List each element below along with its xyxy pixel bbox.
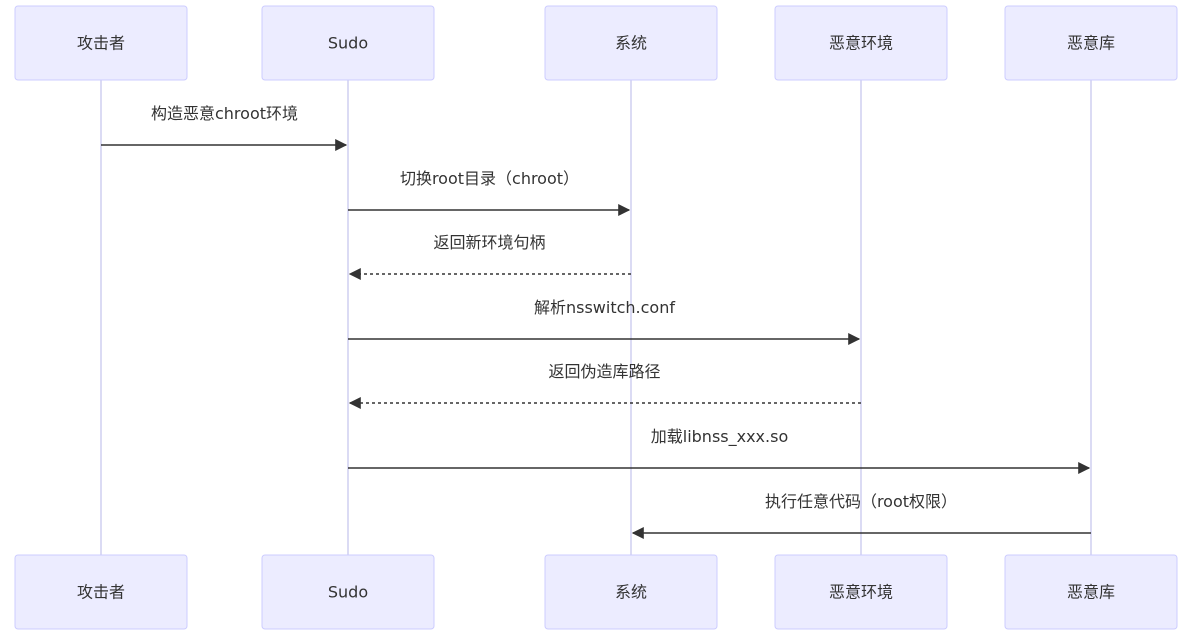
message-5: 返回伪造库路径: [348, 362, 861, 409]
actor-top-system: 系统: [544, 5, 718, 81]
actor-bottom-env: 恶意环境: [774, 554, 948, 630]
message-label: 加载libnss_xxx.so: [651, 427, 788, 447]
actor-box: [1004, 5, 1178, 81]
actor-box: [14, 5, 188, 81]
actor-top-lib: 恶意库: [1004, 5, 1178, 81]
actor-box: [261, 554, 435, 630]
message-label: 解析nsswitch.conf: [534, 298, 675, 317]
actor-bottom-lib: 恶意库: [1004, 554, 1178, 630]
message-label: 返回伪造库路径: [548, 362, 660, 381]
actor-box: [774, 5, 948, 81]
actor-box: [1004, 554, 1178, 630]
actor-bottom-attacker: 攻击者: [14, 554, 188, 630]
actor-label: 攻击者: [77, 34, 125, 53]
actor-box: [261, 5, 435, 81]
message-7: 执行任意代码（root权限）: [631, 492, 1091, 539]
message-label: 返回新环境句柄: [433, 233, 545, 252]
message-label: 执行任意代码（root权限）: [765, 492, 957, 511]
lifelines: [100, 80, 1092, 555]
message-4: 解析nsswitch.conf: [348, 298, 861, 345]
actor-bottom-sudo: Sudo: [261, 554, 435, 630]
actor-label: 系统: [615, 583, 647, 602]
message-3: 返回新环境句柄: [348, 233, 631, 280]
actor-box: [544, 5, 718, 81]
actor-bottom-system: 系统: [544, 554, 718, 630]
actor-label: 恶意环境: [829, 34, 893, 53]
message-label: 构造恶意chroot环境: [151, 104, 298, 123]
actor-label: 恶意环境: [829, 583, 893, 602]
actor-box: [544, 554, 718, 630]
actor-label: 恶意库: [1067, 34, 1115, 53]
actor-label: Sudo: [328, 583, 368, 602]
message-2: 切换root目录（chroot）: [348, 169, 631, 216]
actor-box: [14, 554, 188, 630]
actor-label: 攻击者: [77, 583, 125, 602]
actor-top-attacker: 攻击者: [14, 5, 188, 81]
message-1: 构造恶意chroot环境: [101, 104, 348, 151]
actor-top-sudo: Sudo: [261, 5, 435, 81]
actor-label: 恶意库: [1067, 583, 1115, 602]
message-6: 加载libnss_xxx.so: [348, 427, 1091, 474]
actor-label: Sudo: [328, 34, 368, 53]
actor-box: [774, 554, 948, 630]
actor-top-env: 恶意环境: [774, 5, 948, 81]
actor-label: 系统: [615, 34, 647, 53]
message-label: 切换root目录（chroot）: [400, 169, 579, 188]
